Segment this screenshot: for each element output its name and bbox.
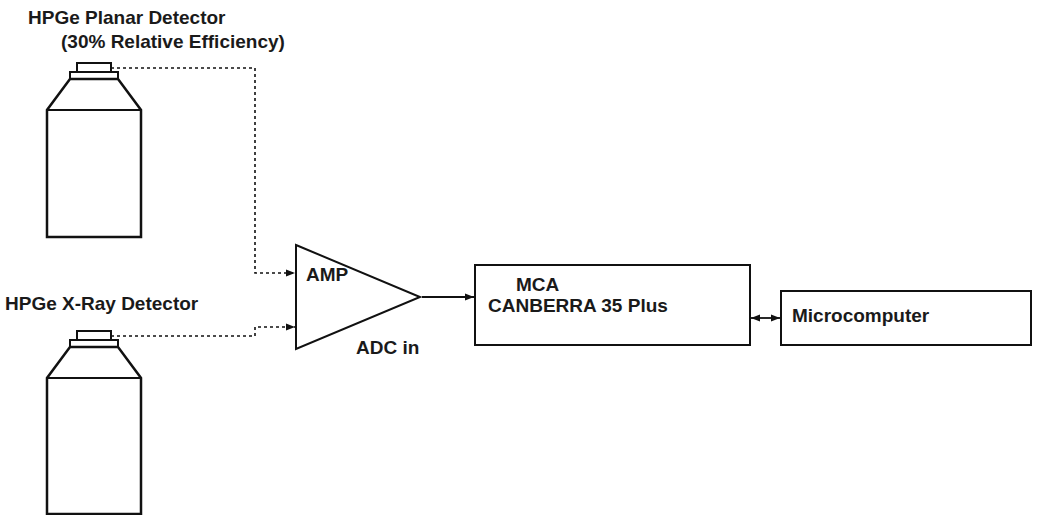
- amplifier-node: AMP: [294, 243, 422, 351]
- node-title: AMP: [306, 265, 348, 286]
- detector-symbol: [45, 330, 143, 515]
- port-label: ADC in: [356, 338, 419, 359]
- node-subtitle: (30% Relative Efficiency): [61, 32, 285, 53]
- process-box: MCACANBERRA 35 Plus: [474, 264, 751, 346]
- node-title: Microcomputer: [792, 306, 929, 327]
- detector-node: HPGe X-Ray Detector: [45, 330, 143, 515]
- process-box: Microcomputer: [780, 290, 1032, 346]
- signal-arrow: [751, 317, 780, 319]
- amplifier-triangle: [294, 243, 422, 351]
- node-title: HPGe X-Ray Detector: [5, 294, 198, 315]
- detector-node: HPGe Planar Detector(30% Relative Effici…: [45, 62, 143, 238]
- signal-arrow: [422, 296, 474, 298]
- node-title: HPGe Planar Detector: [28, 8, 225, 29]
- node-subtitle: CANBERRA 35 Plus: [488, 296, 668, 317]
- detector-symbol: [45, 62, 143, 238]
- node-title: MCA: [516, 275, 559, 296]
- signal-cable: [111, 327, 295, 336]
